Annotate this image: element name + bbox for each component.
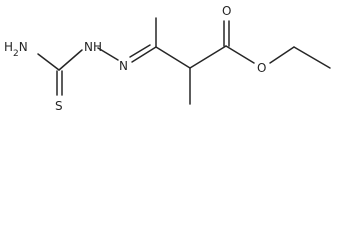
atom-thione-s: S — [55, 99, 63, 113]
atom-imine-n: N — [119, 59, 128, 73]
bond-c-nh2 — [37, 53, 60, 71]
bond-o-ch2 — [269, 46, 295, 64]
atom-hydrazine-nh: NH — [84, 40, 102, 54]
bond-n-c-2 — [129, 44, 151, 58]
atom-carbonyl-o: O — [222, 4, 231, 18]
chemical-structure: H2N NH N S O O — [4, 4, 331, 113]
bond-ch2-ch3 — [293, 46, 331, 69]
atom-label-layer: H2N NH N S O O — [4, 4, 266, 113]
bond-ch-carbonyl — [189, 45, 227, 69]
bond-c-o-ester — [225, 45, 255, 64]
bond-n-c-1 — [131, 46, 157, 63]
bond-n-n — [97, 47, 119, 61]
bond-layer — [37, 17, 331, 105]
bond-c-ch — [155, 46, 191, 69]
atom-ester-o: O — [257, 61, 266, 75]
atom-amine: H2N — [4, 40, 28, 59]
bond-c-nh — [58, 49, 83, 71]
